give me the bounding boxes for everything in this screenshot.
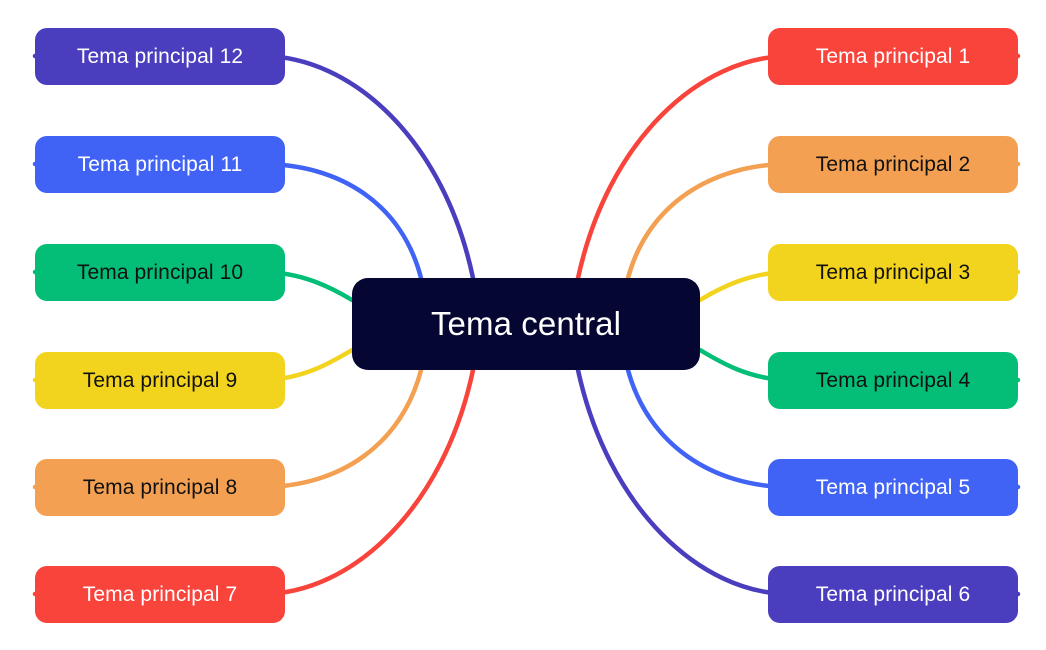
branch-node-label: Tema principal 7 bbox=[82, 582, 238, 606]
central-topic-label: Tema central bbox=[430, 305, 622, 342]
branch-node-label: Tema principal 11 bbox=[77, 152, 243, 176]
connector-12 bbox=[32, 53, 476, 281]
branch-node-1[interactable]: Tema principal 1 bbox=[768, 28, 1018, 85]
branch-node-7[interactable]: Tema principal 7 bbox=[35, 566, 285, 623]
branch-node-10[interactable]: Tema principal 10 bbox=[35, 244, 285, 301]
branch-node-label: Tema principal 9 bbox=[82, 368, 238, 392]
branch-node-6[interactable]: Tema principal 6 bbox=[768, 566, 1018, 623]
branch-node-8[interactable]: Tema principal 8 bbox=[35, 459, 285, 516]
branch-node-label: Tema principal 10 bbox=[76, 260, 244, 284]
connector-1 bbox=[575, 53, 1021, 281]
branch-node-label: Tema principal 8 bbox=[82, 475, 238, 499]
branch-node-11[interactable]: Tema principal 11 bbox=[35, 136, 285, 193]
branch-node-2[interactable]: Tema principal 2 bbox=[768, 136, 1018, 193]
branch-node-5[interactable]: Tema principal 5 bbox=[768, 459, 1018, 516]
branch-node-label: Tema principal 1 bbox=[815, 44, 971, 68]
branch-node-label: Tema principal 2 bbox=[815, 152, 971, 176]
connector-6 bbox=[575, 367, 1021, 597]
branch-node-12[interactable]: Tema principal 12 bbox=[35, 28, 285, 85]
branch-node-3[interactable]: Tema principal 3 bbox=[768, 244, 1018, 301]
branch-node-label: Tema principal 3 bbox=[815, 260, 971, 284]
branch-node-label: Tema principal 6 bbox=[815, 582, 971, 606]
branch-node-4[interactable]: Tema principal 4 bbox=[768, 352, 1018, 409]
branch-node-9[interactable]: Tema principal 9 bbox=[35, 352, 285, 409]
connector-7 bbox=[32, 367, 476, 597]
branch-node-label: Tema principal 12 bbox=[76, 44, 244, 68]
branch-node-label: Tema principal 5 bbox=[815, 475, 971, 499]
branch-node-label: Tema principal 4 bbox=[815, 368, 971, 392]
central-topic-node[interactable]: Tema central bbox=[352, 278, 700, 370]
